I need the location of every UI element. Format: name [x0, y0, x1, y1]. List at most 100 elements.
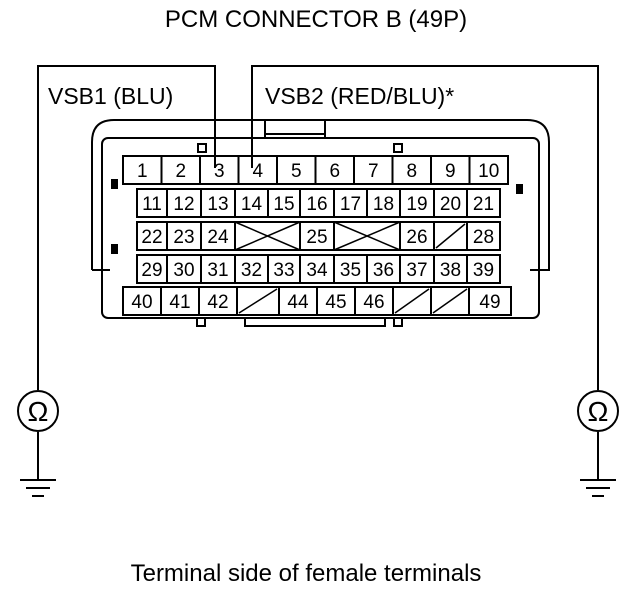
- terminal-10: 10: [468, 155, 509, 185]
- terminal-21: 21: [466, 188, 501, 218]
- terminal-41-label: 41: [169, 292, 190, 313]
- terminal-12: 12: [166, 188, 202, 218]
- terminal-38: 38: [433, 254, 468, 284]
- terminal-11: 11: [136, 188, 168, 218]
- terminal-2: 2: [160, 155, 201, 185]
- vsb1-label: VSB1 (BLU): [48, 83, 173, 109]
- terminal-3: 3: [199, 155, 240, 185]
- terminal-28: 28: [466, 221, 501, 251]
- terminal-41: 41: [160, 286, 200, 316]
- terminal-44-label: 44: [287, 292, 309, 313]
- diagram-title: PCM CONNECTOR B (49P): [165, 6, 467, 33]
- terminal-33-label: 33: [273, 260, 294, 281]
- blank-cavity-r5-8: [392, 286, 432, 316]
- blank-cavity-8: [433, 221, 468, 251]
- terminal-7: 7: [353, 155, 394, 185]
- right-probe-circuit: [251, 65, 599, 480]
- terminal-1-label: 1: [137, 161, 148, 182]
- terminal-20: 20: [433, 188, 468, 218]
- connector-housing: [91, 119, 550, 327]
- terminal-19-label: 19: [406, 194, 427, 215]
- blank-cavity-r5-4: [236, 286, 280, 316]
- terminal-9: 9: [430, 155, 471, 185]
- terminal-28-label: 28: [473, 227, 494, 248]
- terminal-4-label: 4: [252, 161, 263, 182]
- terminal-22: 22: [136, 221, 168, 251]
- terminal-13: 13: [200, 188, 236, 218]
- terminal-18-label: 18: [373, 194, 394, 215]
- terminal-21-label: 21: [473, 194, 494, 215]
- terminal-14: 14: [234, 188, 269, 218]
- terminal-17: 17: [333, 188, 368, 218]
- terminal-1: 1: [122, 155, 163, 185]
- terminal-15: 15: [267, 188, 301, 218]
- terminal-49-label: 49: [479, 292, 500, 313]
- terminal-8: 8: [391, 155, 432, 185]
- right-ohmmeter-icon: Ω: [577, 390, 619, 432]
- left-probe-circuit: [37, 65, 216, 480]
- terminal-40: 40: [122, 286, 162, 316]
- terminal-26: 26: [399, 221, 435, 251]
- terminal-22-label: 22: [141, 227, 162, 248]
- terminal-36: 36: [366, 254, 401, 284]
- terminal-24: 24: [200, 221, 236, 251]
- terminal-10-label: 10: [478, 161, 499, 182]
- terminal-19: 19: [399, 188, 435, 218]
- svg-text:Ω: Ω: [28, 396, 49, 427]
- terminal-35-label: 35: [340, 260, 361, 281]
- left-ground-icon: [20, 479, 56, 497]
- terminal-45-label: 45: [325, 292, 346, 313]
- terminal-15-label: 15: [273, 194, 294, 215]
- terminal-45: 45: [316, 286, 356, 316]
- terminal-30: 30: [166, 254, 202, 284]
- terminal-6-label: 6: [329, 161, 340, 182]
- terminal-46-label: 46: [363, 292, 384, 313]
- terminal-39: 39: [466, 254, 501, 284]
- terminal-25: 25: [299, 221, 335, 251]
- diagram-caption: Terminal side of female terminals: [131, 560, 482, 587]
- blank-cavity-r5-9: [430, 286, 470, 316]
- terminal-26-label: 26: [406, 227, 427, 248]
- terminal-3-label: 3: [214, 161, 225, 182]
- terminal-42-label: 42: [207, 292, 228, 313]
- terminal-44: 44: [278, 286, 318, 316]
- terminal-23: 23: [166, 221, 202, 251]
- terminal-38-label: 38: [440, 260, 461, 281]
- terminal-37: 37: [399, 254, 435, 284]
- terminal-5: 5: [276, 155, 317, 185]
- terminal-25-label: 25: [306, 227, 327, 248]
- terminal-11-label: 11: [142, 194, 162, 215]
- svg-text:Ω: Ω: [588, 396, 609, 427]
- terminal-32: 32: [234, 254, 269, 284]
- terminal-12-label: 12: [173, 194, 194, 215]
- terminal-32-label: 32: [241, 260, 262, 281]
- terminal-23-label: 23: [173, 227, 194, 248]
- terminal-24-label: 24: [207, 227, 229, 248]
- terminal-14-label: 14: [241, 194, 263, 215]
- right-ground-icon: [580, 479, 616, 497]
- terminal-34: 34: [299, 254, 335, 284]
- terminal-16-label: 16: [306, 194, 327, 215]
- terminal-16: 16: [299, 188, 335, 218]
- terminal-46: 46: [354, 286, 394, 316]
- terminal-6: 6: [314, 155, 355, 185]
- terminal-9-label: 9: [445, 161, 456, 182]
- blank-cavity-4: [234, 221, 301, 251]
- terminal-34-label: 34: [306, 260, 328, 281]
- terminal-35: 35: [333, 254, 368, 284]
- terminal-17-label: 17: [340, 194, 361, 215]
- terminal-39-label: 39: [473, 260, 494, 281]
- terminal-29-label: 29: [141, 260, 162, 281]
- terminal-4: 4: [237, 155, 278, 185]
- terminal-49: 49: [468, 286, 512, 316]
- terminal-31-label: 31: [207, 260, 228, 281]
- left-ohmmeter-icon: Ω: [17, 390, 59, 432]
- terminal-42: 42: [198, 286, 238, 316]
- blank-cavity-6: [333, 221, 401, 251]
- terminal-8-label: 8: [406, 161, 417, 182]
- terminal-31: 31: [200, 254, 236, 284]
- terminal-29: 29: [136, 254, 168, 284]
